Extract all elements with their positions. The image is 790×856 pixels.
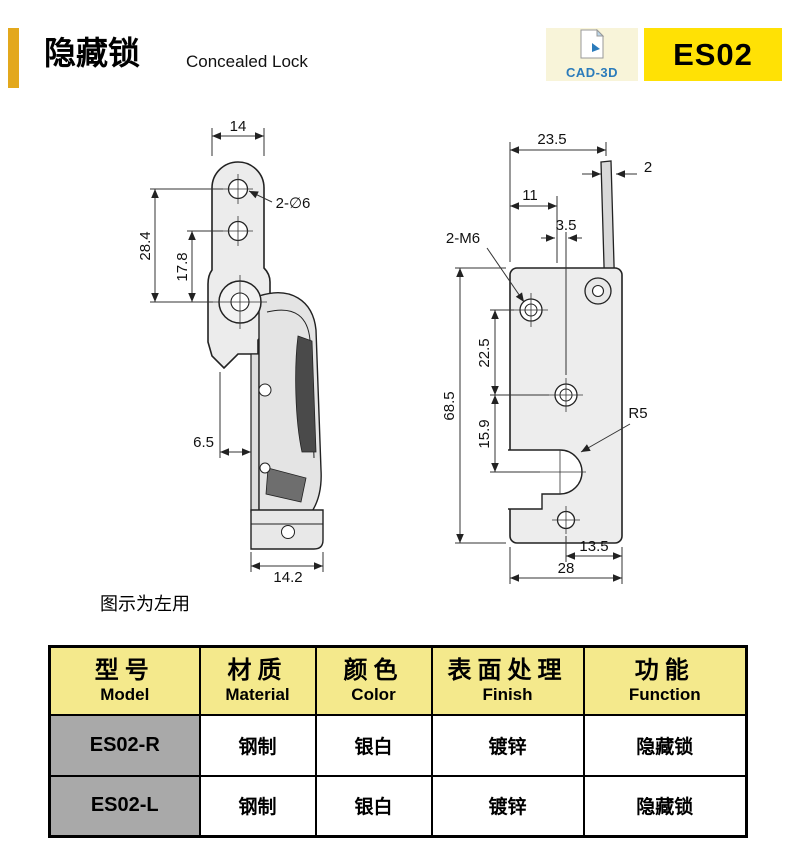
dim-lever-thickness: 2 [644, 159, 652, 176]
cell-function: 隐藏锁 [582, 713, 748, 777]
right-view-dimension-lines [455, 142, 637, 584]
col-header-model-cn: 型号 [94, 656, 155, 684]
dim-radius-label: R5 [628, 405, 647, 422]
col-header-model-en: Model [100, 685, 150, 705]
dim-bottom-width: 28 [558, 560, 575, 577]
model-code-badge: ES02 [644, 28, 782, 81]
col-header-material-en: Material [225, 685, 290, 705]
left-view-dimension-text: 14 2-∅6 28.4 17.8 6.5 14.2 [137, 118, 310, 586]
cell-material: 钢制 [198, 774, 317, 838]
cell-function: 隐藏锁 [582, 774, 748, 838]
dim-slot-offset: 15.9 [476, 419, 493, 448]
cell-model: ES02-L [48, 774, 201, 838]
col-header-color-en: Color [351, 685, 396, 705]
dim-hole-spacing: 22.5 [476, 338, 493, 367]
table-header-row: 型号 Model 材质 Material 颜色 Color 表面处理 Finis… [48, 645, 748, 716]
col-header-model: 型号 Model [48, 645, 201, 716]
spec-table: 型号 Model 材质 Material 颜色 Color 表面处理 Finis… [48, 645, 748, 838]
col-header-color: 颜色 Color [314, 645, 433, 716]
cad-document-icon [579, 28, 605, 64]
dim-offset-x2: 3.5 [556, 217, 577, 234]
page-title: 隐藏锁 [44, 35, 141, 71]
dim-bottom-width: 14.2 [273, 569, 302, 586]
dim-bottom-offset: 13.5 [579, 538, 608, 555]
dim-hole-label: 2-∅6 [276, 195, 311, 212]
dim-height: 68.5 [441, 391, 458, 420]
col-header-finish-en: Finish [482, 685, 533, 705]
dim-offset-x1: 11 [522, 187, 538, 204]
cell-model: ES02-R [48, 713, 201, 777]
col-header-material: 材质 Material [198, 645, 317, 716]
dim-top-width: 14 [230, 118, 247, 135]
cell-material: 钢制 [198, 713, 317, 777]
cell-finish: 镀锌 [430, 713, 585, 777]
dim-height-inner: 17.8 [174, 252, 191, 281]
col-header-function-en: Function [628, 685, 701, 705]
cell-color: 银白 [314, 774, 433, 838]
page-subtitle: Concealed Lock [186, 52, 308, 71]
left-view-dimension-lines [150, 128, 324, 572]
dim-offset: 6.5 [193, 434, 214, 451]
table-row: ES02-L 钢制 银白 镀锌 隐藏锁 [48, 774, 748, 838]
cad-3d-badge[interactable]: CAD-3D [546, 28, 638, 81]
right-view-dimension-text: 23.5 2 11 3.5 2-M6 68.5 22.5 15.9 R5 13.… [441, 131, 652, 577]
cell-color: 银白 [314, 713, 433, 777]
table-row: ES02-R 钢制 银白 镀锌 隐藏锁 [48, 713, 748, 777]
dim-top-width: 23.5 [537, 131, 566, 148]
col-header-finish-cn: 表面处理 [447, 656, 568, 684]
col-header-material-cn: 材质 [227, 656, 288, 684]
left-view [207, 161, 324, 550]
dim-thread-label: 2-M6 [446, 230, 480, 247]
accent-bar [8, 28, 19, 88]
cell-finish: 镀锌 [430, 774, 585, 838]
col-header-color-cn: 颜色 [343, 656, 404, 684]
col-header-function: 功能 Function [582, 645, 748, 716]
dim-height-outer: 28.4 [137, 231, 154, 260]
technical-drawing: 14 2-∅6 28.4 17.8 6.5 14.2 [137, 118, 652, 586]
col-header-function-cn: 功能 [634, 656, 695, 684]
col-header-finish: 表面处理 Finish [430, 645, 585, 716]
right-view [508, 160, 623, 544]
cad-3d-label: CAD-3D [565, 65, 619, 80]
orientation-note: 图示为左用 [100, 594, 190, 614]
